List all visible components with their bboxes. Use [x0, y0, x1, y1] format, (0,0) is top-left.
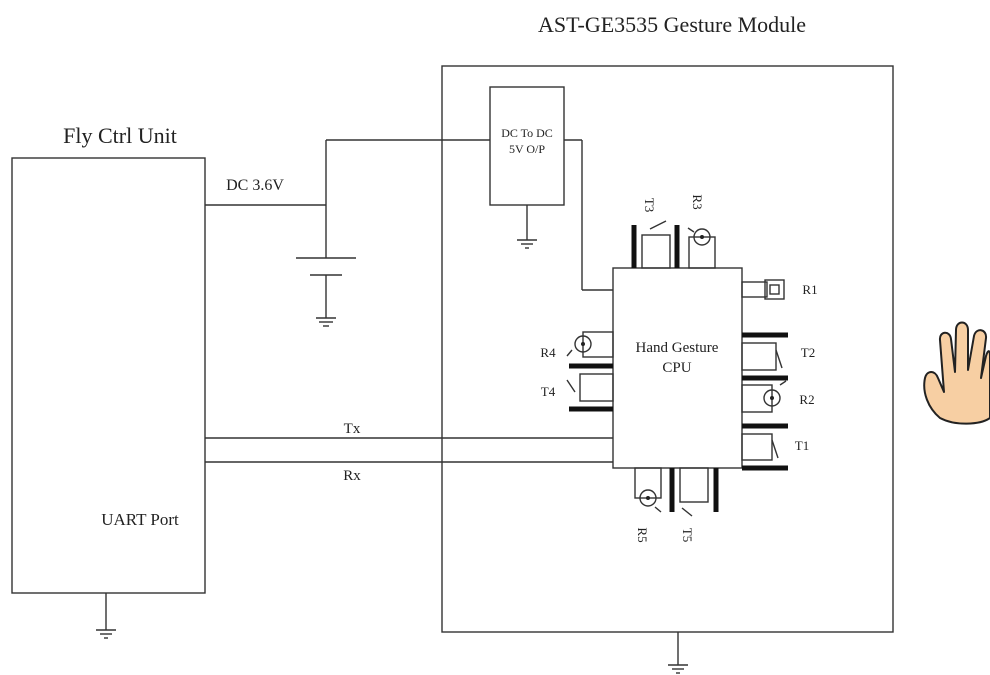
dcdc-label-line2: 5V O/P [509, 142, 545, 156]
t4-label: T4 [541, 384, 556, 399]
ground-icon [96, 593, 116, 639]
r4-component [566, 331, 614, 358]
hand-icon [923, 321, 990, 425]
uart-port-label: UART Port [101, 510, 179, 529]
r4-label: R4 [540, 345, 556, 360]
t1-label: T1 [795, 438, 809, 453]
voltage-label: DC 3.6V [226, 177, 284, 194]
tx-label: Tx [344, 421, 361, 437]
r2-component [741, 380, 787, 413]
t3-component [631, 220, 680, 269]
cpu-label-line2: CPU [662, 360, 691, 376]
r2-label: R2 [799, 392, 814, 407]
dc-output-line [564, 139, 613, 291]
r5-component [634, 467, 662, 513]
r3-label: R3 [690, 194, 705, 209]
t2-label: T2 [801, 345, 815, 360]
ground-icon [668, 632, 688, 674]
power-line [205, 139, 490, 258]
ground-icon [517, 205, 537, 249]
t1-component [741, 423, 788, 471]
rx-label: Rx [343, 468, 361, 484]
fly-ctrl-unit-box [11, 157, 206, 594]
r3-component [687, 227, 716, 269]
r5-label: R5 [635, 527, 650, 542]
fly-ctrl-title: Fly Ctrl Unit [63, 123, 177, 148]
r1-component [741, 279, 785, 300]
t3-label: T3 [642, 198, 657, 212]
t5-label: T5 [680, 528, 695, 542]
t5-component [669, 467, 719, 517]
module-title: AST-GE3535 Gesture Module [538, 12, 806, 37]
t4-component [566, 363, 614, 412]
dcdc-label-line1: DC To DC [501, 126, 553, 140]
t2-component [741, 332, 788, 381]
gesture-module-box [441, 65, 894, 633]
cpu-label-line1: Hand Gesture [636, 340, 719, 356]
r1-label: R1 [802, 282, 817, 297]
battery-icon [296, 257, 356, 327]
